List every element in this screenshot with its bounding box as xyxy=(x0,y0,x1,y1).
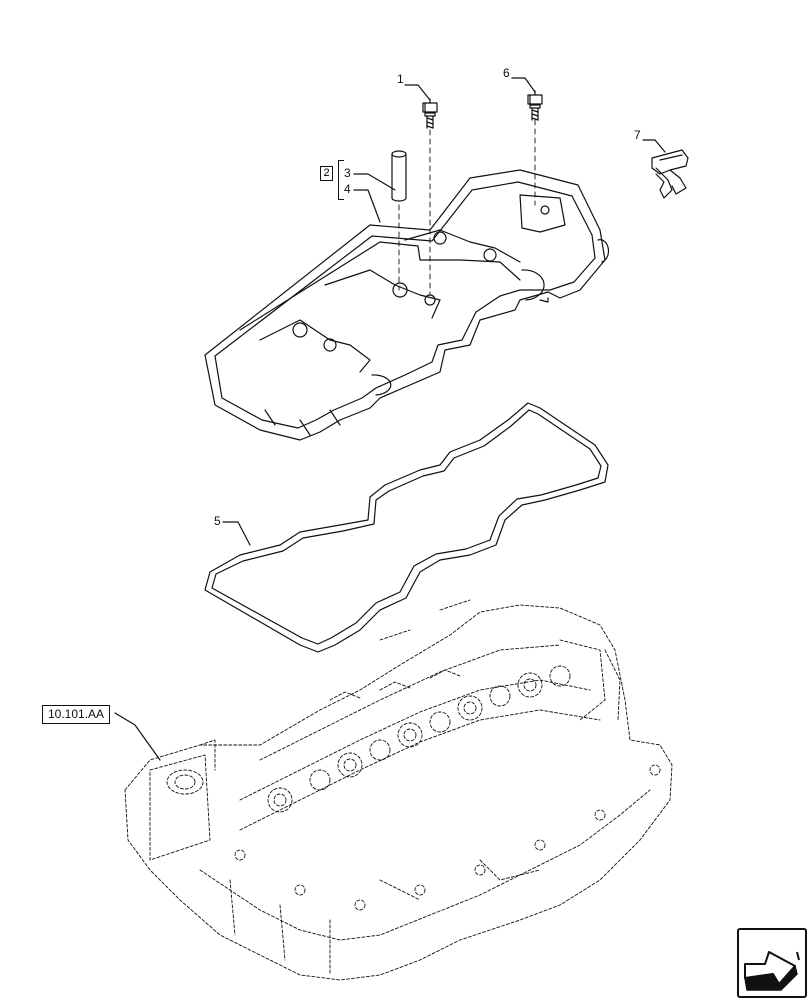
screw-part-1 xyxy=(422,98,438,129)
clip-part-7 xyxy=(651,149,689,199)
valve-cover-part-4 xyxy=(204,169,610,441)
gasket-part-5 xyxy=(204,402,609,653)
callout-1: 1 xyxy=(397,72,404,86)
callout-7: 7 xyxy=(634,128,641,142)
next-page-arrow-icon[interactable] xyxy=(737,928,807,998)
callout-4: 4 xyxy=(344,182,351,196)
leader-lines xyxy=(114,77,666,761)
tube-part-3-4 xyxy=(391,150,407,202)
callout-3: 3 xyxy=(344,166,351,180)
assembly-axis-lines xyxy=(398,119,536,296)
bracket-2 xyxy=(338,160,344,200)
screw-part-6 xyxy=(527,90,543,121)
arrow-graphic xyxy=(744,951,800,991)
reference-link-box[interactable]: 10.101.AA xyxy=(42,705,111,725)
cylinder-head-reference xyxy=(124,599,673,981)
callout-2-box: 2 xyxy=(320,166,333,181)
callout-5: 5 xyxy=(214,514,221,528)
callout-6: 6 xyxy=(503,66,510,80)
